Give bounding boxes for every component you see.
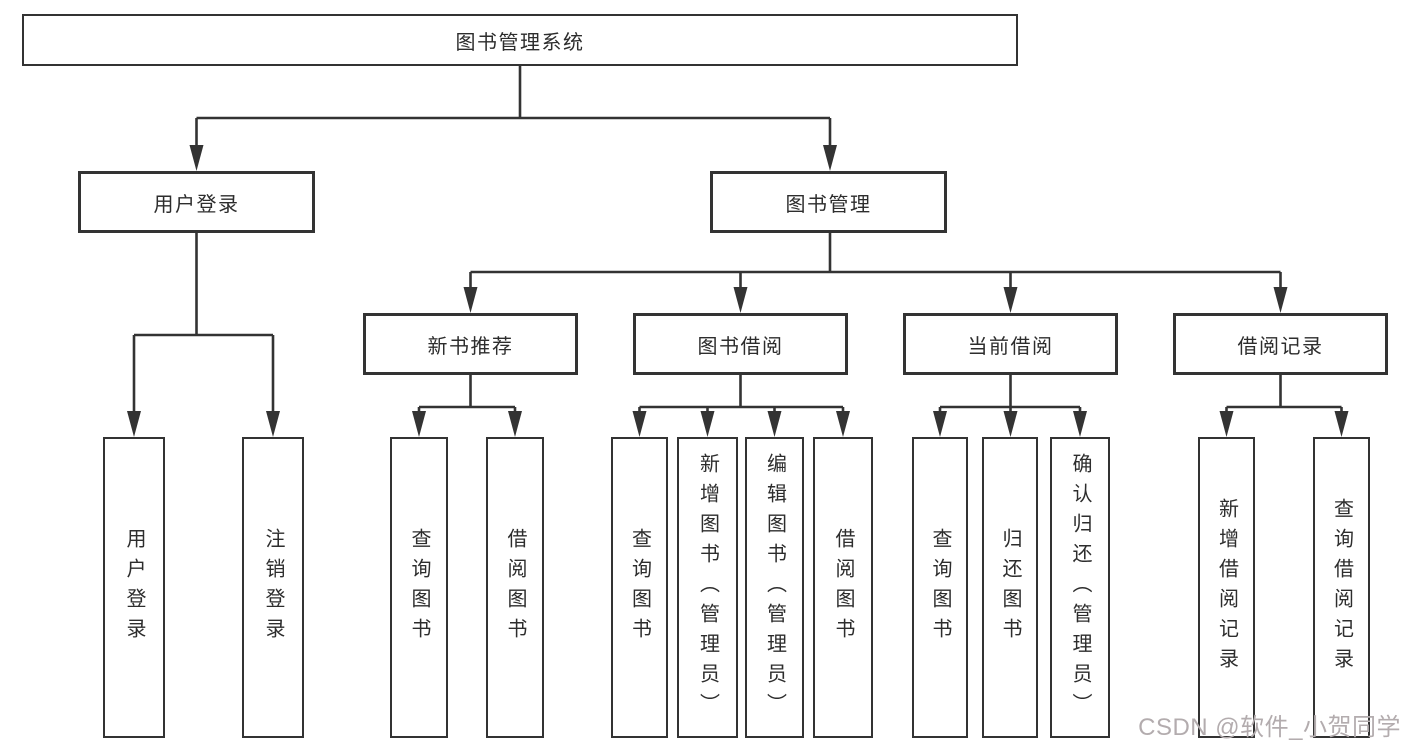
node-library-system: 图书管理系统 bbox=[22, 14, 1018, 66]
connector-borrowing-records-children bbox=[1219, 375, 1349, 437]
arrow-down-icon bbox=[836, 411, 850, 437]
node-book-borrowing: 图书借阅 bbox=[633, 313, 848, 375]
leaf-borrowing-add-books-admin: 新增图书（管理员） bbox=[677, 437, 738, 738]
connector-book-borrowing-children bbox=[632, 375, 850, 437]
connector-root-to-level2 bbox=[189, 66, 837, 171]
node-borrowing-records: 借阅记录 bbox=[1173, 313, 1388, 375]
leaf-logout: 注销登录 bbox=[242, 437, 304, 738]
arrow-down-icon bbox=[508, 411, 522, 437]
leaf-borrowing-edit-books-admin: 编辑图书（管理员） bbox=[745, 437, 804, 738]
arrow-down-icon bbox=[1334, 411, 1349, 437]
node-current-borrowing: 当前借阅 bbox=[903, 313, 1118, 375]
leaf-current-return-books: 归还图书 bbox=[982, 437, 1038, 738]
leaf-user-login: 用户登录 bbox=[103, 437, 165, 738]
arrow-down-icon bbox=[463, 287, 478, 313]
leaf-recommend-query-books: 查询图书 bbox=[390, 437, 448, 738]
arrow-down-icon bbox=[733, 287, 748, 313]
arrow-down-icon bbox=[767, 411, 782, 437]
arrow-down-icon bbox=[266, 411, 280, 437]
arrow-down-icon bbox=[700, 411, 715, 437]
connector-book-management-sections bbox=[463, 233, 1288, 313]
arrow-down-icon bbox=[412, 411, 426, 437]
leaf-recommend-borrow-books: 借阅图书 bbox=[486, 437, 544, 738]
arrow-down-icon bbox=[1073, 411, 1087, 437]
watermark: CSDN @软件_小贺同学 bbox=[1138, 714, 1401, 741]
arrow-down-icon bbox=[1003, 287, 1018, 313]
leaf-records-add-record: 新增借阅记录 bbox=[1198, 437, 1255, 738]
arrow-down-icon bbox=[823, 145, 837, 171]
connector-user-login-children bbox=[127, 233, 280, 437]
arrow-down-icon bbox=[127, 411, 141, 437]
leaf-borrowing-query-books: 查询图书 bbox=[611, 437, 668, 738]
leaf-current-confirm-return-admin: 确认归还（管理员） bbox=[1050, 437, 1110, 738]
connector-current-borrowing-children bbox=[933, 375, 1087, 437]
arrow-down-icon bbox=[933, 411, 947, 437]
arrow-down-icon bbox=[1219, 411, 1234, 437]
arrow-down-icon bbox=[1003, 411, 1018, 437]
arrow-down-icon bbox=[189, 145, 204, 171]
node-user-login: 用户登录 bbox=[78, 171, 315, 233]
leaf-records-query-record: 查询借阅记录 bbox=[1313, 437, 1370, 738]
leaf-borrowing-borrow-books: 借阅图书 bbox=[813, 437, 873, 738]
node-new-book-recommendation: 新书推荐 bbox=[363, 313, 578, 375]
leaf-current-query-books: 查询图书 bbox=[912, 437, 968, 738]
arrow-down-icon bbox=[1273, 287, 1288, 313]
arrow-down-icon bbox=[632, 411, 647, 437]
connector-new-book-children bbox=[412, 375, 522, 437]
node-book-management: 图书管理 bbox=[710, 171, 947, 233]
